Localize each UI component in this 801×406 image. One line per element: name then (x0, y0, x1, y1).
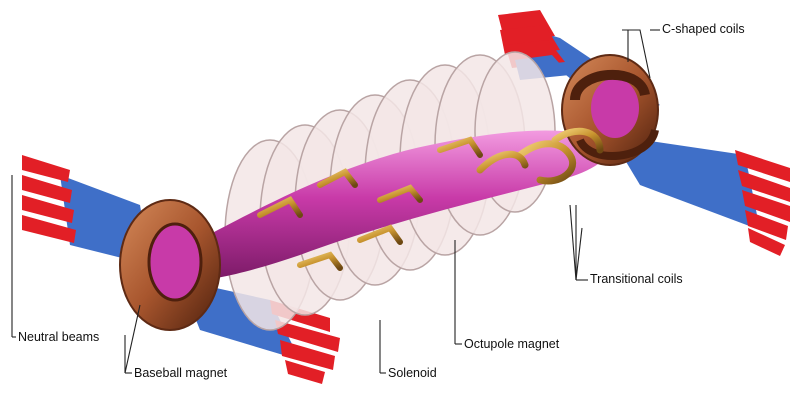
tandem-mirror-diagram: C-shaped coils Transitional coils Octupo… (0, 0, 801, 406)
label-ticks (0, 0, 801, 406)
